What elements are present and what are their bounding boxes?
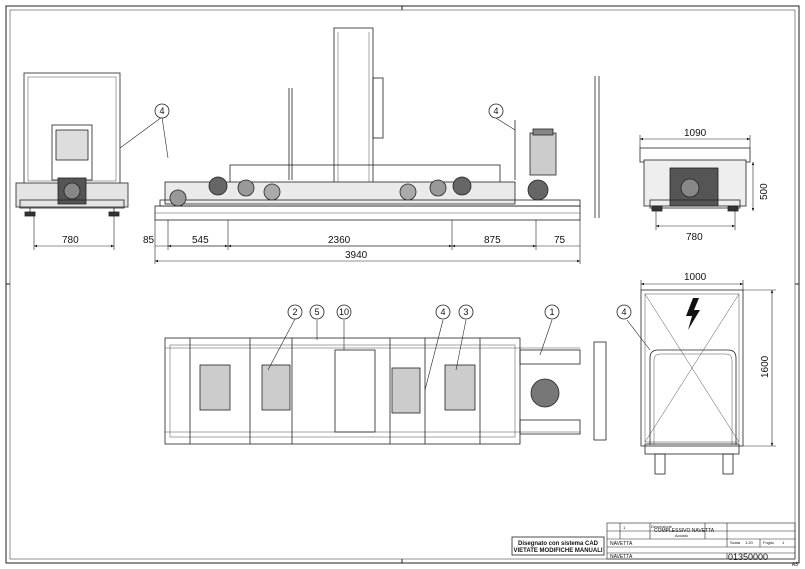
dim-780-left: 780 [62,235,79,246]
balloon-label: 4 [440,307,445,317]
dim-1090: 1090 [684,128,707,139]
sheet-border [5,5,800,564]
dim-545: 545 [192,235,209,246]
dim-3940: 3940 [345,250,368,261]
balloon-leaders [119,116,651,391]
cad-notice: Disegnato con sistema CAD VIETATE MODIFI… [511,536,605,556]
balloon-4-guard: 4 [616,304,632,320]
balloon-3: 3 [458,304,474,320]
high-voltage-icon [686,298,700,330]
balloon-2: 2 [287,304,303,320]
balloon-10: 10 [336,304,352,320]
end-view-right [639,147,751,212]
plan-view [164,337,607,445]
balloon-label: 1 [549,307,554,317]
balloon-4-plan: 4 [435,304,451,320]
title-sheet-label: Foglio [763,540,775,545]
dim-2360: 2360 [328,235,351,246]
guard-view [640,289,744,475]
title-block [606,522,796,560]
balloon-label: 5 [314,307,319,317]
balloon-label: 10 [339,307,349,317]
side-view [154,27,600,221]
balloon-label: 3 [463,307,468,317]
cad-notice-line2: VIETATE MODIFICHE MANUALI [513,548,602,554]
balloon-5: 5 [309,304,325,320]
dim-85: 85 [143,235,155,246]
balloon-4-side-left: 4 [154,103,170,119]
balloon-label: 4 [621,307,626,317]
balloon-label: 4 [159,106,164,116]
dim-75: 75 [554,235,566,246]
dim-875: 875 [484,235,501,246]
dim-780-right: 780 [686,232,703,243]
title-sheet-format: A3 [792,562,798,568]
dimension-lines [33,135,776,447]
balloon-1: 1 [544,304,560,320]
dim-1600: 1600 [760,355,771,378]
balloon-label: 4 [493,106,498,116]
title-scale-label: Scala [730,540,741,545]
title-item1: NAVETTA [610,541,633,547]
balloon-4-side-right: 4 [488,103,504,119]
title-sheet-value: 1 [782,540,785,545]
dim-1000: 1000 [684,272,707,283]
title-item2: NAVETTA [610,554,633,560]
dim-500: 500 [759,183,770,200]
title-scale-value: 1:20 [745,540,754,545]
title-drawing-number: 01350000 [728,552,768,562]
balloon-label: 2 [292,307,297,317]
cad-notice-line1: Disegnato con sistema CAD [518,541,599,547]
title-material: Acciaio [675,533,689,538]
end-view-left [15,72,129,217]
title-description: COMPLESSIVO NAVETTA [654,528,715,534]
title-desc-header: Descrizione [651,524,673,529]
title-qty: 1 [623,525,626,530]
